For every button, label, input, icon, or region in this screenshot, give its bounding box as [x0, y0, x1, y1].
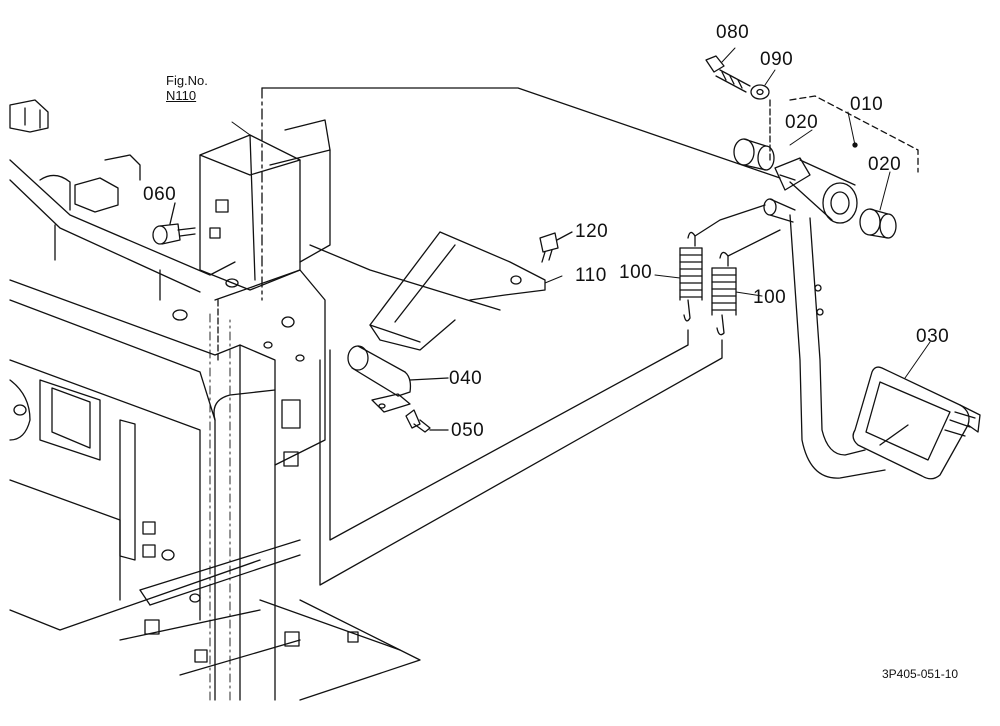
callout-040: 040 — [449, 368, 483, 389]
callout-100-right: 100 — [753, 287, 787, 308]
callout-060: 060 — [143, 184, 177, 205]
leader-lines — [231, 47, 931, 379]
figure-reference: Fig.No. N110 — [166, 73, 208, 104]
callout-010: 010 — [850, 94, 884, 115]
figure-reference-number: N110 — [166, 87, 197, 103]
part-120-bolt — [539, 231, 573, 263]
part-100-springs — [319, 204, 781, 586]
callout-030: 030 — [916, 326, 950, 347]
part-030-pedal-pad — [852, 366, 981, 480]
callout-120: 120 — [575, 221, 609, 242]
drawing-code: 3P405-051-10 — [882, 667, 959, 681]
callout-020-right: 020 — [868, 154, 902, 175]
callout-090: 090 — [760, 49, 794, 70]
part-110-bracket — [309, 231, 546, 351]
part-010-pedal-arm — [763, 95, 919, 479]
part-060-stopper — [152, 202, 196, 245]
part-050-bolt — [405, 409, 449, 433]
callout-020-left: 020 — [785, 112, 819, 133]
callout-080: 080 — [716, 22, 750, 43]
callout-050: 050 — [451, 420, 485, 441]
part-080-090-bolt-washer — [705, 55, 771, 161]
callout-110: 110 — [575, 265, 607, 286]
tractor-frame — [9, 87, 781, 701]
figure-reference-label: Fig.No. — [166, 73, 208, 88]
callout-100-left: 100 — [619, 262, 653, 283]
part-020-bushings — [733, 138, 897, 239]
part-040-pin — [347, 345, 449, 413]
